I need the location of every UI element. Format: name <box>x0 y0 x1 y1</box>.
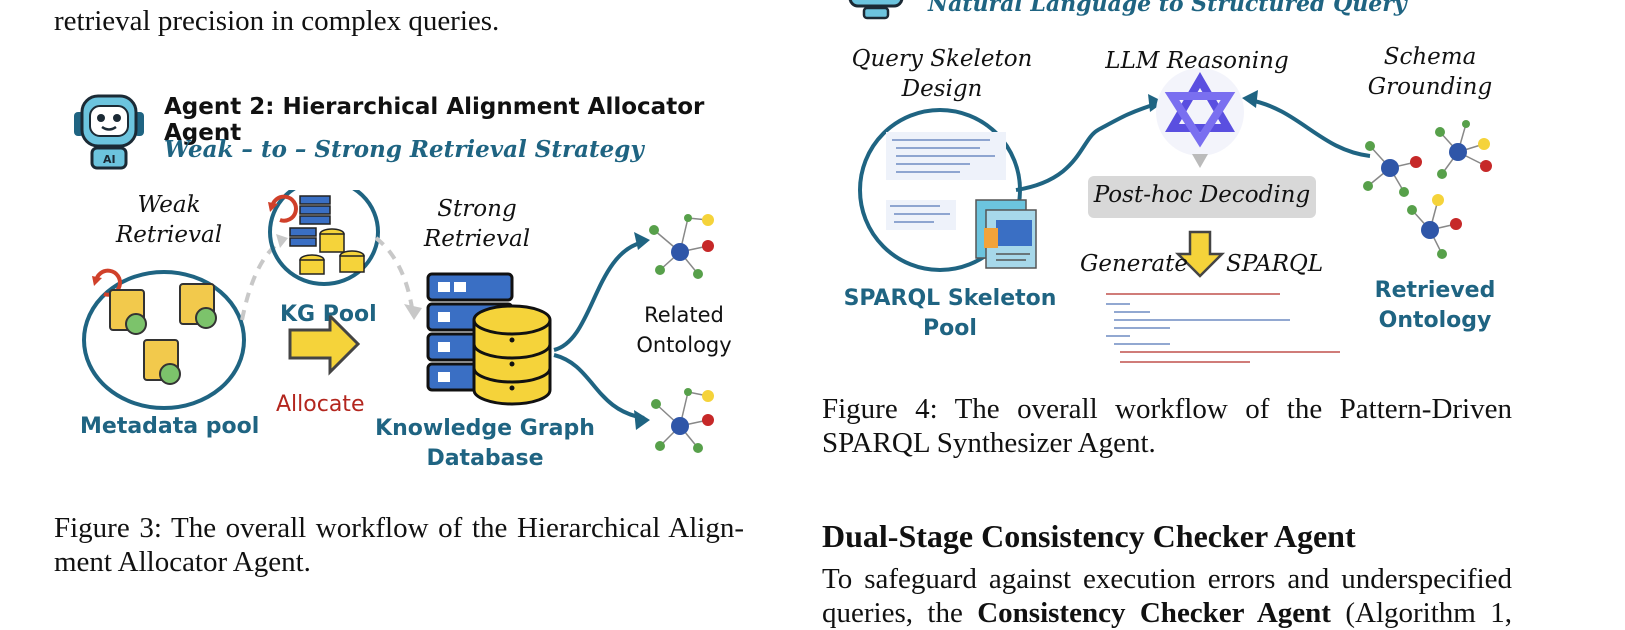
arrow-from-schema <box>1249 98 1371 158</box>
skeleton-line-2: Pool <box>923 316 977 341</box>
figure-4-caption: Figure 4: The overall workflow of the Pa… <box>822 392 1512 460</box>
svg-text:AI: AI <box>103 153 116 166</box>
qs-line-2: Design <box>901 76 983 102</box>
posthoc-box <box>1088 176 1316 218</box>
section-heading: Dual-Stage Consistency Checker Agent <box>822 518 1356 554</box>
retrieved-line-2: Ontology <box>1378 308 1492 333</box>
llm-logo-bg <box>1156 68 1244 156</box>
kg-pool-label: KG Pool <box>280 302 377 327</box>
retrieved-ontology-label: Retrieved Ontology <box>1370 276 1500 336</box>
document-icon <box>179 283 217 329</box>
arrow-to-llm <box>1015 102 1157 192</box>
para-line-2-start: queries, the <box>822 597 963 629</box>
retrieved-line-1: Retrieved <box>1374 278 1496 303</box>
query-skeleton-label: Query Skeleton Design <box>842 44 1042 104</box>
weak-line-2: Retrieval <box>115 222 223 248</box>
figure-3: AI Agent 2: Hierarchical Alignment Alloc… <box>54 80 774 490</box>
para-line-1: To safeguard against execution errors an… <box>822 563 1512 595</box>
database-icon <box>472 304 552 406</box>
kg-db-line-2: Database <box>426 446 544 471</box>
posthoc-label: Post-hoc Decoding <box>1093 182 1311 208</box>
related-line-2: Ontology <box>636 333 732 357</box>
kg-pool-circle <box>268 190 380 286</box>
schema-line-1: Schema <box>1383 44 1477 70</box>
fig3-diagram <box>82 190 714 453</box>
arrow-down <box>553 353 645 420</box>
server-stack-icon <box>289 195 365 275</box>
strong-line-2: Retrieval <box>423 226 531 252</box>
para-line-2: queries, the Consistency Checker Agent (… <box>822 596 1512 630</box>
schema-grounding-label: Schema Grounding <box>1350 42 1510 102</box>
metadata-pool-circle <box>82 270 246 410</box>
fig4-diagram <box>858 68 1492 363</box>
generate-arrow-icon <box>1174 230 1226 278</box>
document-stack-icon <box>975 199 1037 269</box>
sparql-code-icon <box>1106 293 1340 363</box>
kg-database-label: Knowledge Graph Database <box>374 414 596 474</box>
schema-line-2: Grounding <box>1367 74 1493 100</box>
generate-label: Generate <box>1080 251 1188 277</box>
code-snippet-icon <box>886 132 1006 230</box>
figure-4: Query Skeleton Design LLM Reasoning Sche… <box>830 40 1530 380</box>
left-top-text: retrieval precision in complex queries. <box>54 5 500 37</box>
ontology-graph-icon <box>1435 120 1492 179</box>
robot-icon-partial <box>846 0 906 25</box>
dashed-arrow <box>374 236 414 309</box>
kg-db-line-1: Knowledge Graph <box>375 416 595 441</box>
figure-3-caption: Figure 3: The overall workflow of the Hi… <box>54 511 744 579</box>
refresh-icon <box>268 194 298 223</box>
para-line-2-end: (Algorithm 1, <box>1345 597 1512 629</box>
section-paragraph: To safeguard against execution errors an… <box>822 562 1512 630</box>
down-arrow-small <box>1192 154 1208 168</box>
robot-icon: AI <box>74 94 144 170</box>
document-icon <box>143 339 181 385</box>
metadata-pool-label: Metadata pool <box>80 414 260 439</box>
strategy-title: Weak – to – Strong Retrieval Strategy <box>164 136 644 163</box>
related-line-1: Related <box>644 303 724 327</box>
document-icon <box>109 289 147 335</box>
qs-line-1: Query Skeleton <box>851 46 1033 72</box>
fig4-caption-line-1: Figure 4: The overall workflow of the Pa… <box>822 393 1512 425</box>
allocate-arrow-icon <box>288 312 361 376</box>
fig3-caption-line-2: ment Allocator Agent. <box>54 546 311 578</box>
strong-retrieval-label: Strong Retrieval <box>412 194 542 254</box>
robot-icon <box>848 0 904 20</box>
related-ontology-label: Related Ontology <box>624 300 744 360</box>
agent-title: Agent 2: Hierarchical Alignment Allocato… <box>164 94 705 146</box>
strong-line-1: Strong <box>437 196 517 222</box>
fig3-caption-line-1: Figure 3: The overall workflow of the Hi… <box>54 512 744 544</box>
ontology-graph-icon <box>651 388 714 453</box>
arrow-up <box>553 240 645 352</box>
nl-to-sq-title: Natural Language to Structured Query <box>928 0 1407 17</box>
skeleton-pool-label: SPARQL Skeleton Pool <box>840 284 1060 344</box>
allocate-label: Allocate <box>276 392 365 417</box>
para-line-2-bold: Consistency Checker Agent <box>977 597 1331 629</box>
sparql-label: SPARQL <box>1226 251 1324 277</box>
weak-retrieval-label: Weak Retrieval <box>114 190 224 250</box>
ontology-graph-icon <box>649 214 714 279</box>
skeleton-line-1: SPARQL Skeleton <box>843 286 1057 311</box>
fig4-caption-line-2: SPARQL Synthesizer Agent. <box>822 427 1156 459</box>
llm-logo-icon <box>1164 72 1236 148</box>
ontology-graph-icon <box>1363 141 1422 197</box>
weak-line-1: Weak <box>137 192 201 218</box>
ontology-graph-icon <box>1407 194 1462 259</box>
